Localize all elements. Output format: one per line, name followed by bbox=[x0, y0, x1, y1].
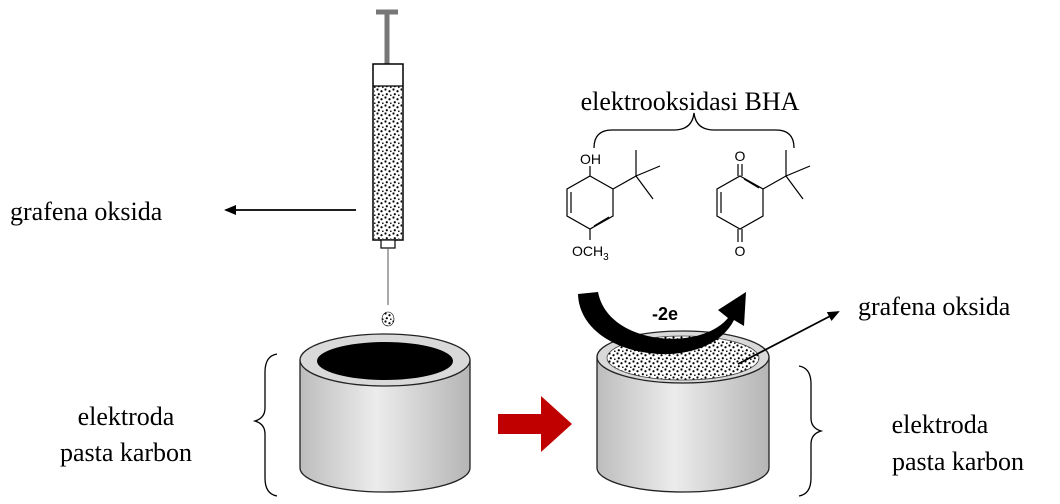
right-electrode-brace bbox=[798, 365, 824, 497]
reaction-brace bbox=[593, 112, 795, 149]
reactant-molecule bbox=[566, 150, 661, 240]
reactant-hydroxyl: OH bbox=[580, 151, 601, 167]
right-electrode bbox=[596, 330, 770, 493]
syringe-label: grafena oksida bbox=[10, 197, 163, 226]
process-arrow bbox=[498, 396, 572, 452]
left-electrode-cavity bbox=[317, 342, 453, 380]
electron-label: -2e bbox=[652, 304, 678, 324]
left-electrode bbox=[299, 333, 471, 493]
product-oxygen-top: O bbox=[735, 148, 746, 164]
left-electrode-brace bbox=[252, 353, 278, 497]
right-electrode-body bbox=[596, 356, 770, 493]
product-molecule bbox=[716, 150, 811, 242]
left-electrode-label-line2: pasta karbon bbox=[60, 438, 192, 467]
left-electrode-label-line1: elektroda bbox=[78, 402, 175, 431]
syringe bbox=[372, 9, 404, 327]
syringe-contents bbox=[374, 86, 402, 239]
syringe-hub bbox=[380, 239, 396, 249]
reactant-methoxy: OCH3 bbox=[572, 243, 609, 263]
droplet bbox=[381, 311, 395, 327]
surface-label-arrow bbox=[737, 311, 840, 365]
left-electrode-body bbox=[299, 359, 471, 493]
product-oxygen-bottom: O bbox=[735, 243, 746, 259]
electron-transfer-arrow bbox=[578, 292, 746, 355]
right-electrode-label-line2: pasta karbon bbox=[892, 447, 1024, 476]
reaction-title: elektrooksidasi BHA bbox=[581, 87, 800, 116]
surface-label: grafena oksida bbox=[858, 292, 1011, 321]
right-electrode-label-line1: elektroda bbox=[892, 410, 989, 439]
